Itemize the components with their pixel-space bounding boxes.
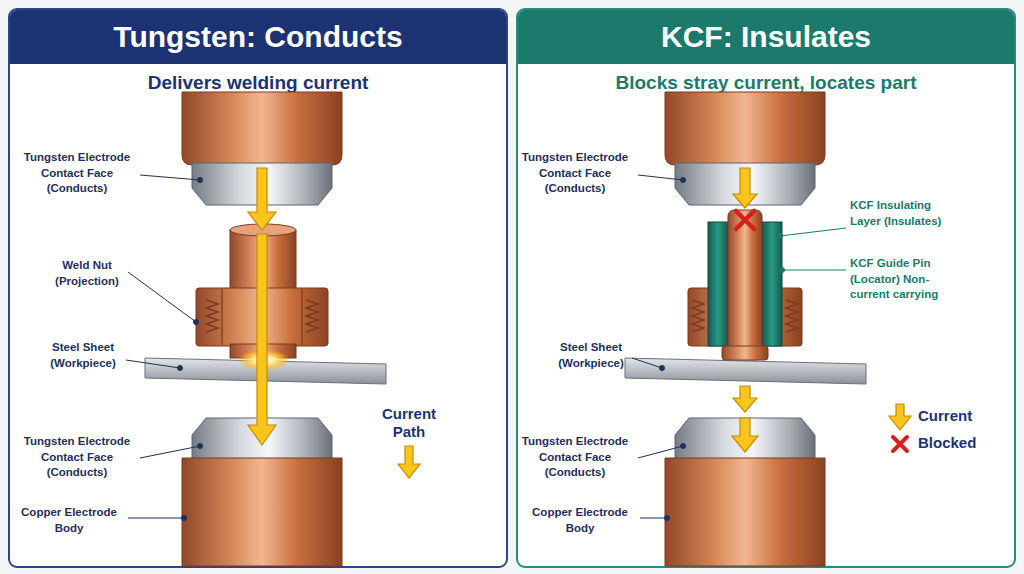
- copper-electrode: [182, 92, 342, 165]
- nut-thread: [306, 300, 318, 332]
- weld-glow: [238, 349, 290, 371]
- legend-arrow: [889, 404, 911, 430]
- tungsten-face: [675, 418, 815, 460]
- weld-nut-flange: [688, 288, 802, 346]
- part-label: Weld Nut (Projection): [44, 258, 130, 289]
- panel-subtitle: Blocks stray current, locates part: [518, 72, 1014, 94]
- leader-dot: [681, 444, 686, 449]
- guide-pin: [728, 210, 762, 360]
- kcf-layer: [708, 222, 728, 346]
- leader-dot: [198, 178, 203, 183]
- leader-dot: [660, 366, 665, 371]
- leader-line: [632, 358, 662, 368]
- legend-text: Blocked: [918, 434, 998, 452]
- leader-line: [638, 175, 683, 180]
- legend-block-mark: [893, 437, 907, 451]
- leader-line: [140, 446, 200, 458]
- leader-line: [638, 446, 683, 458]
- part-label: KCF Guide Pin (Locator) Non-current carr…: [850, 256, 946, 303]
- part-label: Tungsten Electrode Contact Face (Conduct…: [14, 434, 140, 481]
- block-mark: [736, 211, 754, 229]
- pin-flange: [722, 346, 768, 360]
- panel-heading: KCF: Insulates: [518, 10, 1014, 64]
- nut-face-edge: [221, 289, 223, 345]
- panel-box: KCF: InsulatesBlocks stray current, loca…: [516, 8, 1016, 568]
- leader-line: [128, 272, 196, 322]
- tungsten-face: [675, 163, 815, 205]
- current-arrow: [733, 386, 757, 412]
- part-label: KCF Insulating Layer (Insulates): [850, 198, 954, 229]
- legend-arrow: [398, 446, 420, 478]
- part-label: Copper Electrode Body: [520, 505, 640, 536]
- tungsten-face: [192, 163, 332, 205]
- legend-text: Current: [918, 407, 998, 425]
- leader-dot: [182, 516, 187, 521]
- tungsten-face: [192, 418, 332, 460]
- block-mark: [736, 211, 754, 229]
- weld-nut-top: [230, 224, 296, 236]
- kcf-layer: [762, 222, 782, 346]
- nut-thread: [692, 300, 704, 332]
- nut-face-edge: [301, 289, 303, 345]
- nut-projection: [230, 344, 296, 358]
- current-arrow: [248, 168, 276, 230]
- copper-electrode: [665, 458, 825, 566]
- panel-heading: Tungsten: Conducts: [10, 10, 506, 64]
- legend-text: Current Path: [365, 405, 453, 441]
- leader-line: [782, 270, 846, 271]
- panel-box: Tungsten: ConductsDelivers welding curre…: [8, 8, 508, 568]
- leader-dot: [778, 234, 783, 239]
- steel-sheet: [145, 358, 386, 384]
- copper-electrode: [182, 458, 342, 566]
- leader-dot: [178, 366, 183, 371]
- weld-nut-barrel: [230, 230, 296, 292]
- legend-block-mark: [893, 437, 907, 451]
- leader-dot: [780, 268, 785, 273]
- nut-thread: [786, 300, 798, 332]
- panel-subtitle: Delivers welding current: [10, 72, 506, 94]
- leader-line: [780, 228, 846, 236]
- leader-dot: [198, 444, 203, 449]
- copper-electrode: [665, 92, 825, 165]
- leader-dot: [665, 516, 670, 521]
- part-label: Tungsten Electrode Contact Face (Conduct…: [14, 150, 140, 197]
- leader-line: [140, 175, 200, 180]
- part-label: Tungsten Electrode Contact Face (Conduct…: [512, 150, 638, 197]
- part-label: Steel Sheet (Workpiece): [40, 340, 126, 371]
- leader-line: [640, 518, 667, 519]
- current-arrow: [732, 418, 758, 452]
- leader-line: [126, 360, 180, 368]
- part-label: Copper Electrode Body: [10, 505, 128, 536]
- steel-sheet: [625, 358, 866, 384]
- part-label: Tungsten Electrode Contact Face (Conduct…: [512, 434, 638, 481]
- current-arrow: [733, 168, 757, 208]
- weld-nut-flange: [196, 288, 328, 346]
- nut-thread: [206, 300, 218, 332]
- leader-dot: [681, 178, 686, 183]
- current-arrow: [248, 234, 276, 445]
- part-label: Steel Sheet (Workpiece): [548, 340, 634, 371]
- leader-line: [128, 518, 184, 519]
- leader-dot: [194, 320, 199, 325]
